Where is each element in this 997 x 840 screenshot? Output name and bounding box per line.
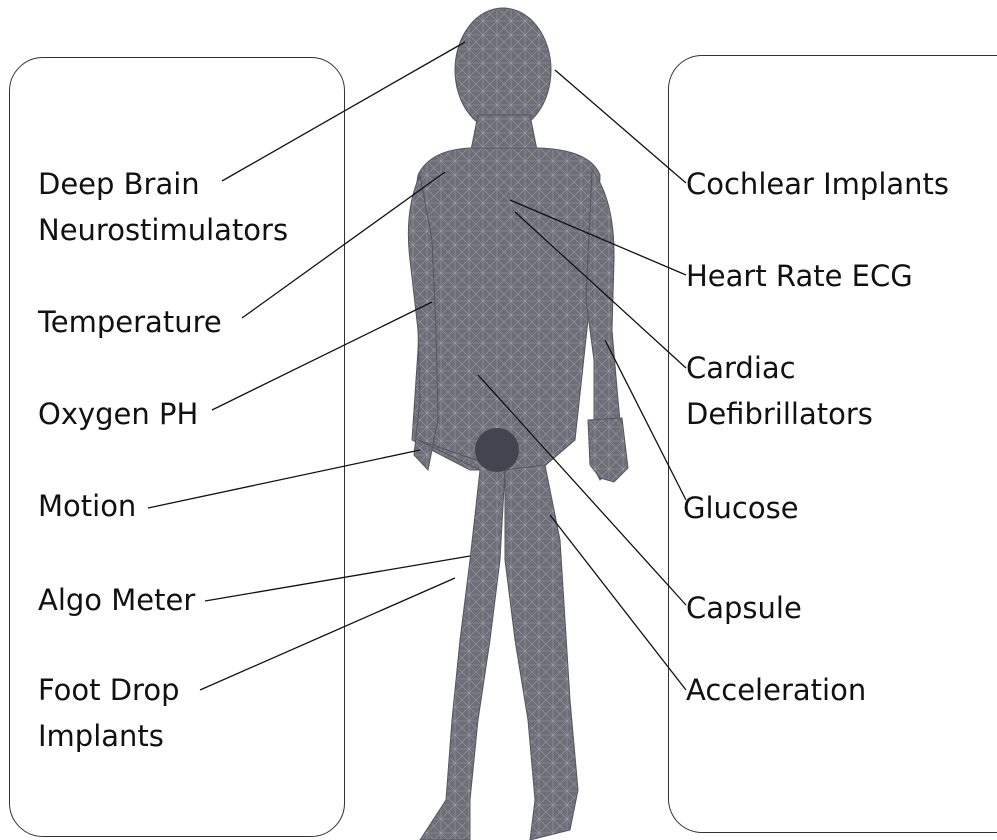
label-motion: Motion xyxy=(38,483,136,529)
connector-acceleration xyxy=(550,515,686,690)
label-algo-meter-line-1: Algo Meter xyxy=(38,577,195,623)
label-glucose: Glucose xyxy=(683,485,799,531)
connector-algo-meter xyxy=(205,556,470,601)
connector-motion xyxy=(148,450,420,508)
label-foot-drop: Foot Drop Implants xyxy=(38,667,180,759)
label-foot-drop-line-2: Implants xyxy=(38,713,180,759)
label-cochlear: Cochlear Implants xyxy=(686,161,949,207)
label-motion-line-1: Motion xyxy=(38,483,136,529)
label-cardiac-line-1: Cardiac xyxy=(686,345,873,391)
label-heart-rate: Heart Rate ECG xyxy=(686,253,913,299)
label-deep-brain-line-2: Neurostimulators xyxy=(38,207,288,253)
label-cardiac-line-2: Defibrillators xyxy=(686,391,873,437)
label-oxygen-ph: Oxygen PH xyxy=(38,391,198,437)
figure-groin-shadow xyxy=(475,428,519,472)
label-glucose-line-1: Glucose xyxy=(683,485,799,531)
label-cardiac: Cardiac Defibrillators xyxy=(686,345,873,437)
label-deep-brain-line-1: Deep Brain xyxy=(38,161,288,207)
label-temperature-line-1: Temperature xyxy=(38,299,222,345)
human-mesh-figure xyxy=(408,8,628,840)
figure-head xyxy=(455,8,551,132)
label-capsule: Capsule xyxy=(686,585,802,631)
label-foot-drop-line-1: Foot Drop xyxy=(38,667,180,713)
label-temperature: Temperature xyxy=(38,299,222,345)
label-acceleration: Acceleration xyxy=(686,667,866,713)
label-heart-rate-line-1: Heart Rate ECG xyxy=(686,253,913,299)
figure-torso xyxy=(410,148,600,470)
connector-oxygen-ph xyxy=(212,302,432,410)
figure-leg-left xyxy=(418,440,505,840)
label-cochlear-line-1: Cochlear Implants xyxy=(686,161,949,207)
label-deep-brain: Deep Brain Neurostimulators xyxy=(38,161,288,253)
figure-leg-right xyxy=(505,465,578,840)
figure-hand-right xyxy=(588,418,628,482)
label-oxygen-ph-line-1: Oxygen PH xyxy=(38,391,198,437)
label-algo-meter: Algo Meter xyxy=(38,577,195,623)
label-capsule-line-1: Capsule xyxy=(686,585,802,631)
label-acceleration-line-1: Acceleration xyxy=(686,667,866,713)
